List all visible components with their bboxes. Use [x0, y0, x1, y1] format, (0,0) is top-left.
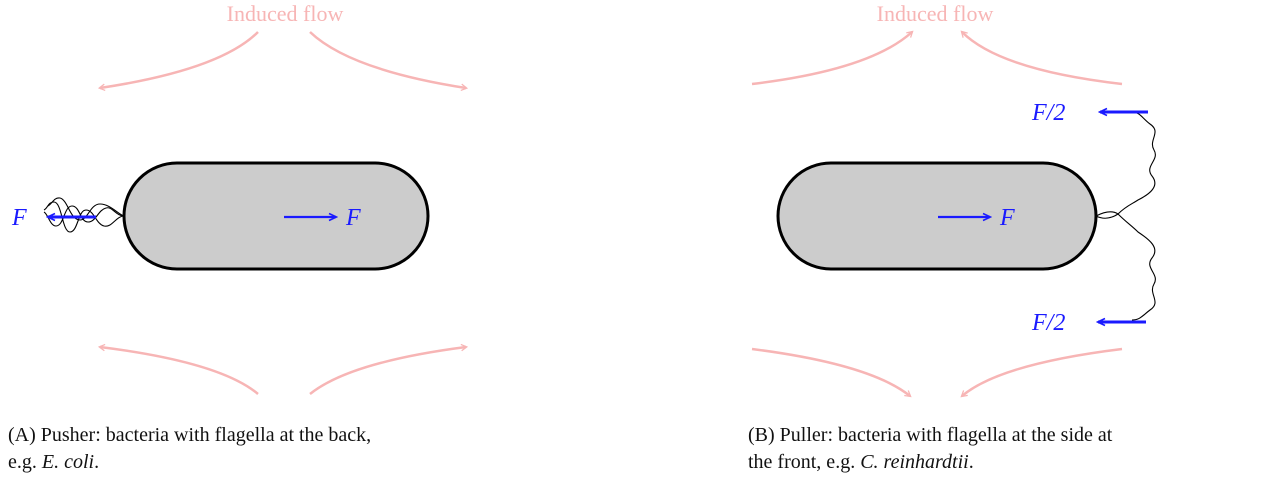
caption-text: Puller: bacteria with flagella at the si… [774, 424, 1113, 446]
force-label-bottom: F/2 [1031, 310, 1065, 336]
caption-pusher: (A) Pusher: bacteria with flagella at th… [8, 422, 488, 476]
induced-flow-arrow-bottom-left [97, 343, 259, 395]
caption-species: E. coli [41, 451, 95, 473]
induced-flow-arrow-top-left [97, 31, 259, 92]
bacterium-body [776, 161, 1098, 271]
caption-end: . [94, 451, 100, 473]
force-label-top: F/2 [1031, 100, 1065, 126]
induced-flow-arrow-bottom-left [751, 347, 912, 398]
force-label-body: F [999, 205, 1015, 231]
flagellum [47, 197, 125, 221]
flagellum [1095, 111, 1156, 217]
flagellum [43, 205, 125, 227]
induced-flow-arrow-top-left [751, 30, 914, 86]
induced-flow-arrow-bottom-right [960, 347, 1123, 398]
force-label-body: F [345, 205, 361, 231]
caption-text: Pusher: bacteria with flagella at the ba… [35, 424, 372, 446]
induced-flow-arrow-bottom-right [309, 343, 469, 395]
caption-tag: (A) [8, 424, 36, 446]
induced-flow-label: Induced flow [227, 1, 344, 26]
caption-end: . [968, 451, 974, 473]
caption-puller: (B) Puller: bacteria with flagella at th… [748, 422, 1268, 476]
panel-pusher: Induced flow F F [11, 1, 469, 395]
panel-puller: Induced flow F/2 F/2 F [751, 1, 1156, 398]
force-label-back: F [11, 205, 27, 231]
induced-flow-arrow-top-right [309, 31, 469, 92]
caption-tag: (B) [748, 424, 775, 446]
caption-text: e.g. [8, 451, 42, 473]
bacterium-body [122, 161, 430, 271]
induced-flow-arrow-top-right [960, 30, 1123, 86]
caption-text: the front, e.g. [748, 451, 861, 473]
flagellum [1095, 213, 1156, 321]
induced-flow-label: Induced flow [877, 1, 994, 26]
caption-species: C. reinhardtii [860, 451, 969, 473]
